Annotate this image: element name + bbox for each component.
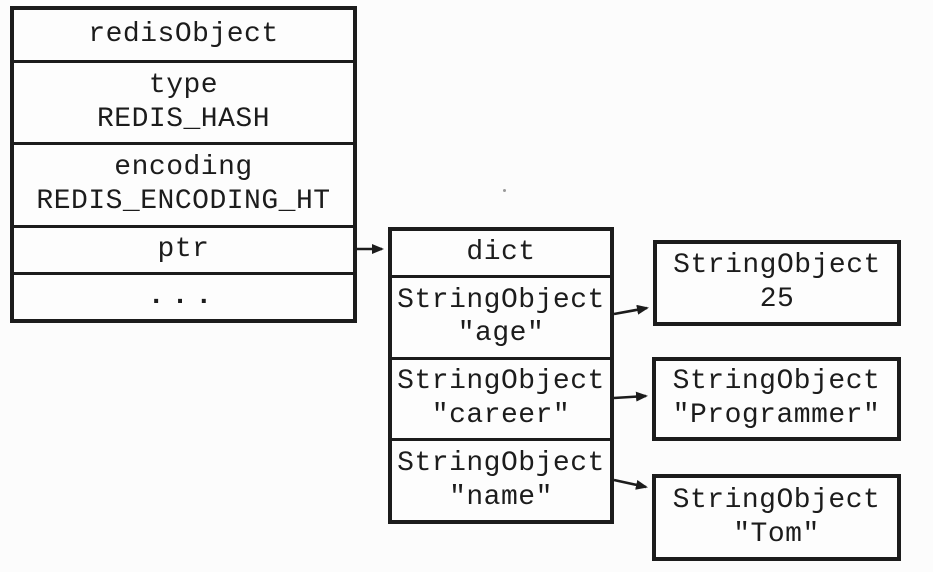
value-text: "Programmer" (672, 400, 881, 431)
type-row: type REDIS_HASH (14, 60, 353, 142)
encoding-row: encoding REDIS_ENCODING_HT (14, 142, 353, 225)
dict-title: dict (466, 237, 536, 269)
arrow-career-to-value-icon (613, 391, 648, 402)
entry-value: "age" (457, 318, 545, 350)
value-type: StringObject (672, 366, 881, 398)
redis-object-box: redisObject type REDIS_HASH encoding RED… (10, 6, 357, 323)
entry-type: StringObject (397, 366, 605, 398)
value-box-content: StringObject 25 (657, 244, 897, 322)
dict-entry-age: StringObject "age" (392, 275, 610, 357)
value-box-content: StringObject "Programmer" (656, 361, 897, 437)
dict-box: dict StringObject "age" StringObject "ca… (388, 227, 614, 524)
redis-object-header: redisObject (14, 10, 353, 60)
ellipsis-row: ... (14, 272, 353, 319)
string-object-box-name-value: StringObject "Tom" (652, 474, 901, 561)
type-label: type (148, 69, 219, 101)
entry-value: "name" (449, 481, 553, 513)
ptr-label: ptr (157, 234, 210, 266)
entry-type: StringObject (397, 448, 605, 480)
ptr-row: ptr (14, 225, 353, 272)
value-type: StringObject (672, 484, 881, 516)
value-box-content: StringObject "Tom" (656, 478, 897, 557)
value-text: "Tom" (733, 518, 820, 550)
dict-entry-career: StringObject "career" (392, 356, 610, 439)
entry-value: "career" (431, 400, 571, 431)
dict-entry-name: StringObject "name" (392, 438, 610, 520)
value-type: StringObject (673, 250, 881, 282)
ellipsis-label: ... (147, 281, 220, 313)
scan-speck (503, 189, 506, 192)
arrow-name-to-value-icon (613, 478, 648, 490)
entry-type: StringObject (397, 284, 605, 316)
value-text: 25 (759, 284, 795, 315)
arrow-age-to-value-icon (613, 304, 649, 316)
string-object-box-career-value: StringObject "Programmer" (652, 357, 901, 441)
type-value: REDIS_HASH (96, 103, 271, 135)
encoding-value: REDIS_ENCODING_HT (36, 186, 331, 217)
redis-object-title: redisObject (88, 19, 279, 51)
encoding-label: encoding (114, 152, 253, 184)
dict-header: dict (392, 231, 610, 275)
string-object-box-age-value: StringObject 25 (653, 240, 901, 326)
